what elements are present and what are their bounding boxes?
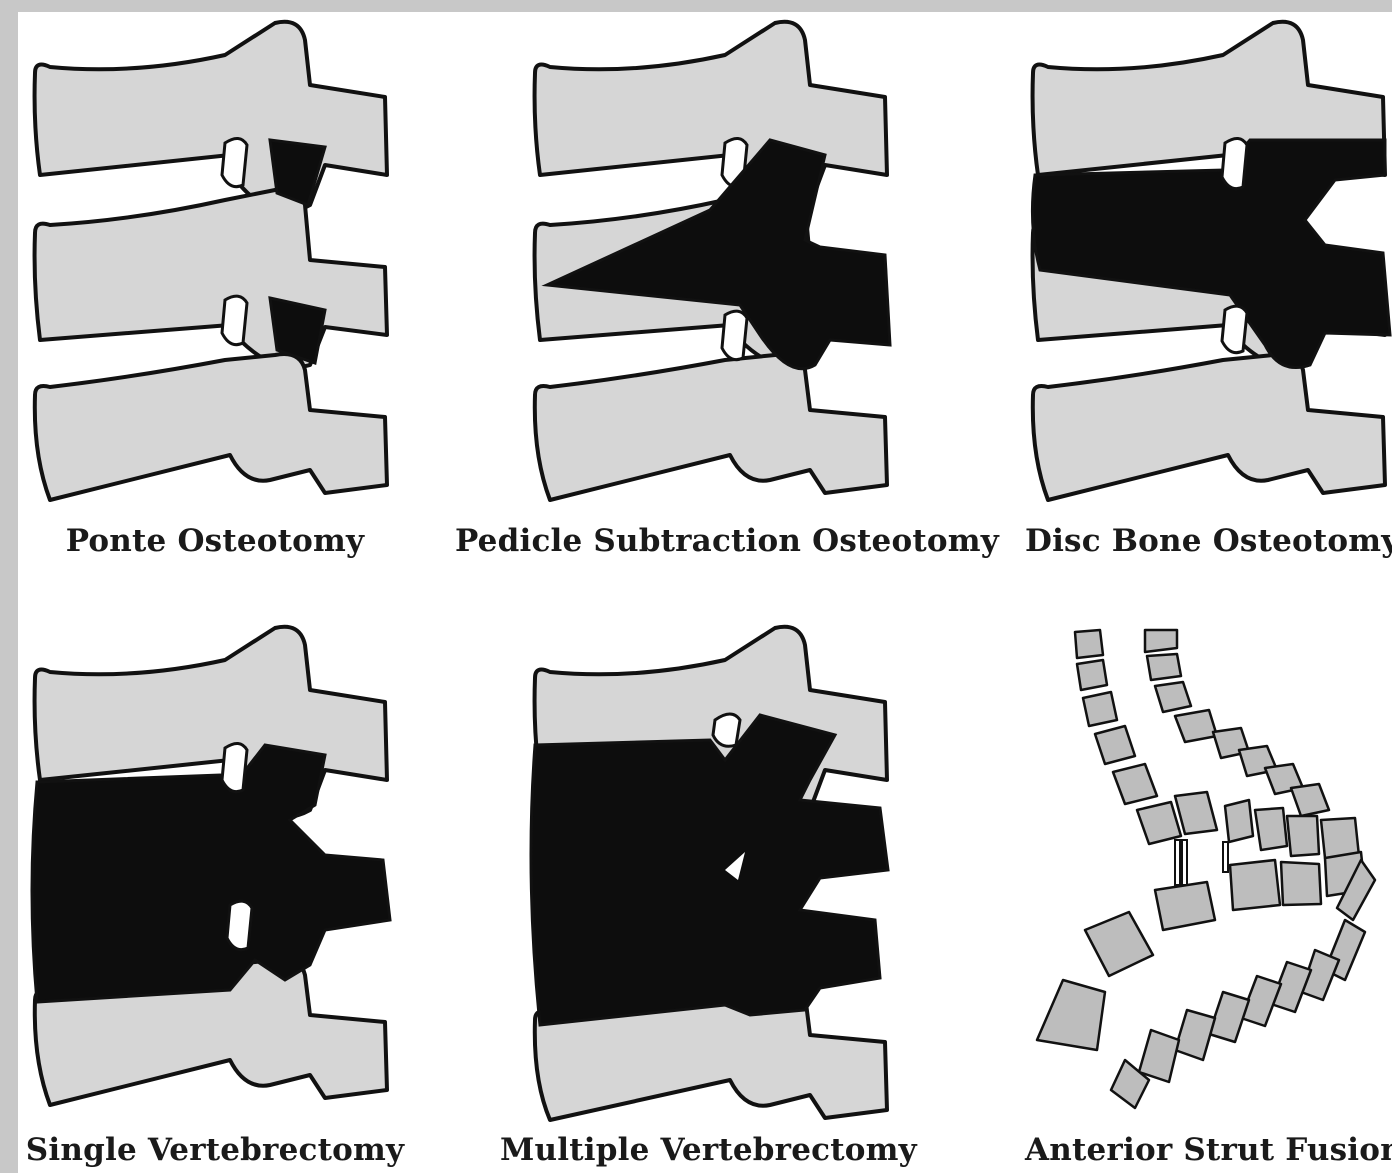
anterior-vertebra <box>1085 912 1153 976</box>
ponte-spine-illustration <box>25 15 405 515</box>
panel-ponte-osteotomy: Ponte Osteotomy <box>25 15 405 575</box>
foramen-1 <box>713 714 740 746</box>
image-frame-top <box>0 0 1392 12</box>
foramen-1 <box>222 138 247 186</box>
dbo-spine-illustration <box>1025 15 1392 515</box>
vertebra-body-3 <box>1033 354 1385 500</box>
anterior-vertebra <box>1037 980 1105 1050</box>
posterior-vertebra <box>1155 682 1191 712</box>
foramen-2 <box>227 901 252 949</box>
vertebra-body-2 <box>35 189 387 367</box>
posterior-vertebra <box>1147 654 1181 680</box>
vertebra-body-1 <box>535 22 887 212</box>
caption-disc-bone-osteotomy: Disc Bone Osteotomy <box>1025 523 1392 559</box>
single-vertebrectomy-illustration <box>25 620 405 1120</box>
posterior-vertebra <box>1225 800 1253 842</box>
posterior-vertebra <box>1230 860 1280 910</box>
vertebra-body-3 <box>35 354 387 500</box>
posterior-vertebra <box>1281 862 1321 905</box>
strut-fusion-illustration <box>1025 620 1392 1120</box>
panel-disc-bone-osteotomy: Disc Bone Osteotomy <box>1025 15 1392 575</box>
posterior-vertebra <box>1255 808 1287 850</box>
caption-anterior-strut-fusion: Anterior Strut Fusion <box>1025 1132 1392 1168</box>
caption-multiple-vertebrectomy: Multiple Vertebrectomy <box>500 1132 900 1168</box>
posterior-vertebra <box>1139 1030 1179 1082</box>
panel-pedicle-subtraction-osteotomy: Pedicle Subtraction Osteotomy <box>455 15 945 575</box>
anterior-vertebra <box>1077 660 1107 690</box>
caption-single-vertebrectomy: Single Vertebrectomy <box>25 1132 405 1168</box>
anterior-vertebra <box>1137 802 1181 844</box>
foramen-2 <box>722 311 747 359</box>
panel-single-vertebrectomy: Single Vertebrectomy <box>25 620 405 1173</box>
anterior-vertebra <box>1075 630 1103 658</box>
foramen-2 <box>1222 306 1247 352</box>
posterior-vertebra <box>1321 818 1359 858</box>
pso-spine-illustration <box>455 15 945 515</box>
vertebra-body-3 <box>535 354 887 500</box>
foramen-1 <box>222 743 247 791</box>
anterior-vertebra <box>1155 882 1215 930</box>
anterior-vertebra <box>1083 692 1117 726</box>
anterior-vertebra <box>1095 726 1135 764</box>
posterior-vertebra <box>1175 710 1217 742</box>
posterior-vertebra <box>1145 630 1177 652</box>
foramen-2 <box>222 296 247 344</box>
posterior-vertebra <box>1291 784 1329 816</box>
posterior-vertebra <box>1175 1010 1215 1060</box>
foramen-1 <box>1222 138 1247 188</box>
anterior-strut-graft <box>1175 840 1228 885</box>
caption-ponte-osteotomy: Ponte Osteotomy <box>25 523 405 559</box>
multiple-vertebrectomy-illustration <box>500 620 900 1120</box>
posterior-vertebra <box>1287 816 1319 856</box>
anterior-vertebra <box>1113 764 1157 804</box>
panel-multiple-vertebrectomy: Multiple Vertebrectomy <box>500 620 900 1173</box>
caption-pedicle-subtraction-osteotomy: Pedicle Subtraction Osteotomy <box>455 523 945 559</box>
panel-anterior-strut-fusion: Anterior Strut Fusion <box>1025 620 1392 1173</box>
image-frame-left <box>0 0 18 1173</box>
vertebra-body-1 <box>35 22 387 212</box>
anterior-vertebra <box>1175 792 1217 834</box>
vertebrectomy-resection <box>32 745 390 1002</box>
